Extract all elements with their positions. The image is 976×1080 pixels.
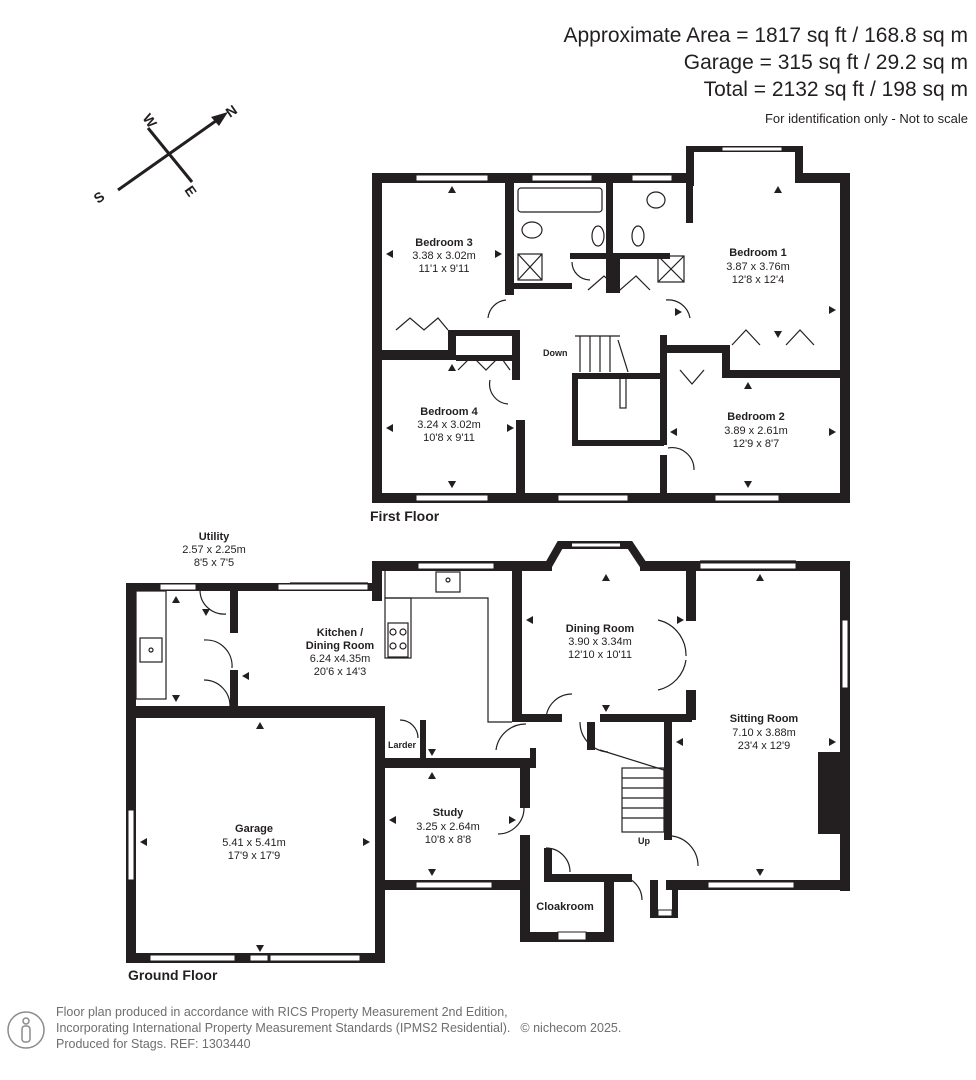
bedroom-2-metric: 3.89 x 2.61m [724, 425, 788, 437]
kitchen-metric: 6.24 x4.35m [310, 653, 371, 665]
ground-floor-windows [127, 562, 849, 962]
utility-name: Utility [199, 531, 230, 543]
first-floor-dimension-arrows [386, 186, 836, 488]
garage-name: Garage [235, 823, 273, 835]
footer-notes: Floor plan produced in accordance with R… [56, 1004, 621, 1052]
bedroom-1-metric: 3.87 x 3.76m [726, 261, 790, 273]
dining-room-name: Dining Room [566, 623, 635, 635]
compass-east: E [182, 183, 200, 200]
bedroom-2-imperial: 12'9 x 8'7 [733, 438, 779, 450]
dining-room-imperial: 12'10 x 10'11 [568, 649, 632, 661]
utility-imperial: 8'5 x 7'5 [194, 557, 234, 569]
bedroom-4-name: Bedroom 4 [420, 406, 478, 418]
bedroom-1-name: Bedroom 1 [729, 247, 786, 259]
garage-area: Garage = 315 sq ft / 29.2 sq m [683, 51, 968, 74]
bedroom-4-imperial: 10'8 x 9'11 [423, 432, 475, 444]
ground-floor-label: Ground Floor [128, 967, 218, 983]
ground-floor-fixtures [135, 560, 796, 901]
total-area: Total = 2132 sq ft / 198 sq m [703, 78, 968, 101]
ground-floor-dimension-arrows [140, 574, 836, 952]
first-floor-label: First Floor [370, 508, 440, 524]
approximate-area: Approximate Area = 1817 sq ft / 168.8 sq… [563, 24, 969, 47]
bedroom-3-imperial: 11'1 x 9'11 [419, 263, 470, 275]
floor-plan: N S E W [91, 102, 850, 983]
rics-logo-icon [7, 1011, 45, 1049]
footer-line-2-row: Incorporating International Property Mea… [56, 1020, 621, 1036]
garage-metric: 5.41 x 5.41m [222, 837, 286, 849]
area-summary: Approximate Area = 1817 sq ft / 168.8 sq… [564, 22, 969, 103]
stairs-down-label: Down [543, 348, 568, 358]
compass-west: W [140, 111, 161, 132]
bedroom-4-metric: 3.24 x 3.02m [417, 419, 481, 431]
bedroom-1-imperial: 12'8 x 12'4 [732, 274, 785, 286]
kitchen-name: Kitchen / [317, 627, 363, 639]
utility-metric: 2.57 x 2.25m [182, 544, 246, 556]
first-floor-fixtures [395, 187, 815, 471]
study-name: Study [433, 807, 464, 819]
footer-copyright: © nichecom 2025. [520, 1021, 622, 1035]
first-floor-windows [415, 146, 783, 502]
dining-room-metric: 3.90 x 3.34m [568, 636, 632, 648]
bedroom-3-name: Bedroom 3 [415, 237, 472, 249]
footer-line-3: Produced for Stags. REF: 1303440 [56, 1037, 251, 1051]
sitting-room-imperial: 23'4 x 12'9 [738, 740, 791, 752]
footer-line-2: Incorporating International Property Mea… [56, 1021, 511, 1035]
compass-icon [117, 112, 228, 192]
bedroom-2-name: Bedroom 2 [727, 411, 784, 423]
kitchen-imperial: 20'6 x 14'3 [314, 666, 367, 678]
compass-north: N [223, 102, 240, 121]
study-metric: 3.25 x 2.64m [416, 821, 480, 833]
stairs-up-label: Up [638, 836, 650, 846]
study-imperial: 10'8 x 8'8 [425, 834, 471, 846]
footer-line-1: Floor plan produced in accordance with R… [56, 1005, 508, 1019]
bedroom-3-metric: 3.38 x 3.02m [412, 250, 476, 262]
garage-imperial: 17'9 x 17'9 [228, 850, 281, 862]
compass-south: S [91, 188, 108, 206]
larder-label: Larder [388, 740, 417, 750]
kitchen-name-line2: Dining Room [306, 640, 375, 652]
scale-disclaimer: For identification only - Not to scale [764, 111, 968, 126]
sitting-room-metric: 7.10 x 3.88m [732, 727, 796, 739]
sitting-room-name: Sitting Room [730, 713, 799, 725]
cloakroom-label: Cloakroom [536, 901, 594, 913]
dining-bay-window [544, 541, 648, 569]
